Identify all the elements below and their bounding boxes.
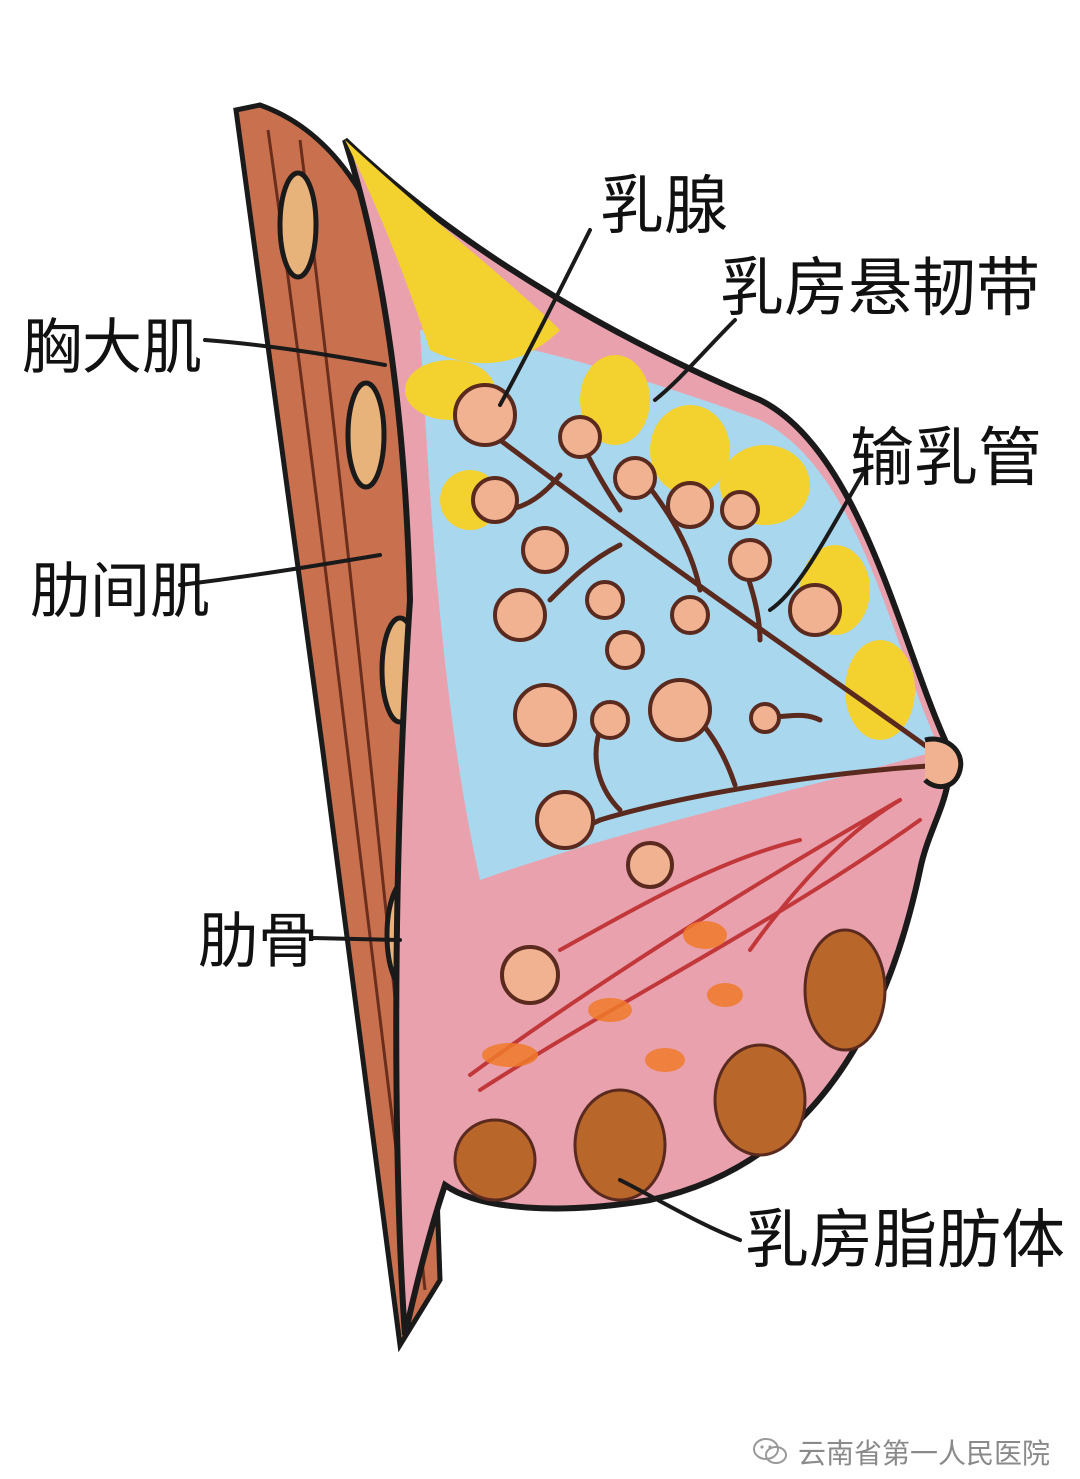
leader-breast-fat: [618, 1178, 742, 1242]
streak: [558, 838, 802, 952]
lobule: [493, 588, 547, 642]
duct: [593, 727, 623, 813]
rib: [277, 170, 319, 280]
upper-fat-yellow: [345, 140, 560, 364]
lobule: [513, 683, 577, 747]
fat-cluster: [573, 1088, 667, 1202]
fat-cluster: [713, 1043, 807, 1157]
blotch: [707, 983, 743, 1007]
label-suspensory-ligament: 乳房悬韧带: [720, 252, 1040, 326]
streak: [748, 798, 902, 952]
duct: [597, 762, 948, 823]
leader-intercostal-muscle: [178, 553, 382, 587]
label-lactiferous-duct: 输乳管: [850, 422, 1042, 496]
blotch: [683, 921, 727, 949]
label-pectoralis-major: 胸大肌: [22, 313, 202, 383]
fat-cluster: [803, 928, 887, 1052]
orange-blotches: [482, 921, 743, 1072]
leader-rib: [311, 936, 402, 942]
leader-suspensory-ligament: [653, 318, 737, 402]
watermark-text: 云南省第一人民医院: [798, 1437, 1051, 1470]
fat-lobe: [650, 405, 730, 495]
lobule: [648, 678, 712, 742]
leader-mammary-gland: [498, 228, 592, 407]
fat-lobe: [845, 640, 915, 740]
leader-lactiferous-duct: [768, 468, 867, 612]
label-rib: 肋骨: [198, 907, 318, 977]
label-mammary-gland: 乳腺: [600, 170, 728, 244]
lobule: [471, 476, 519, 524]
label-breast-fat: 乳房脂肪体: [745, 1204, 1065, 1278]
streak: [468, 798, 902, 1077]
lobule: [788, 583, 842, 637]
lobule: [605, 630, 645, 670]
watermark: 云南省第一人民医院: [752, 1432, 1050, 1472]
lobule: [590, 700, 630, 740]
leader-lines: [178, 228, 867, 1242]
duct: [547, 542, 623, 603]
blotch: [645, 1048, 685, 1072]
brown-fat-clusters: [453, 928, 887, 1202]
leader-pectoralis-major: [203, 338, 387, 367]
fat-lobe: [580, 355, 650, 445]
lobule: [666, 481, 714, 529]
lobule: [749, 702, 781, 734]
lobule: [500, 945, 560, 1005]
lobule: [670, 595, 710, 635]
streak: [478, 818, 922, 1092]
lobule: [626, 841, 674, 889]
lobule: [535, 790, 595, 850]
lobule: [585, 580, 625, 620]
lobule: [728, 538, 772, 582]
lobule: [453, 383, 517, 447]
mammary-lobules: [453, 383, 842, 1005]
blotch: [482, 1043, 538, 1067]
lobule: [558, 415, 602, 459]
lower-tissue-streaks: [468, 798, 922, 1092]
fat-cluster: [453, 1118, 537, 1202]
lobule: [521, 526, 569, 574]
nipple: [923, 736, 964, 790]
rib: [345, 380, 387, 490]
lobule: [720, 490, 760, 530]
wechat-icon: [753, 1438, 787, 1464]
lobule: [613, 456, 657, 500]
blotch: [588, 998, 632, 1022]
label-intercostal-muscle: 肋间肌: [30, 557, 210, 627]
